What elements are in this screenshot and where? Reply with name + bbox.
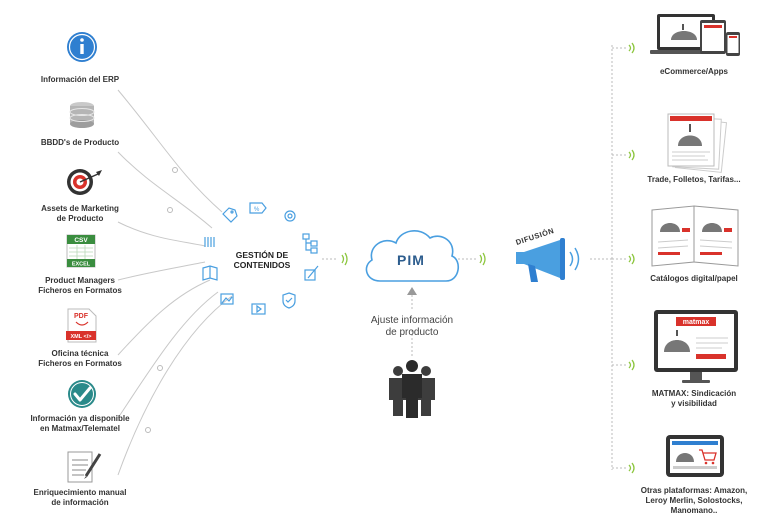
source-label-line: Assets de Marketing	[41, 204, 119, 213]
output-label-line: Catálogos digital/papel	[650, 274, 738, 283]
up-arrow-icon	[407, 287, 417, 295]
excel-label: EXCEL	[72, 262, 91, 268]
source-label-line: Oficina técnica	[51, 349, 109, 358]
source-label-line: Product Managers	[45, 276, 115, 285]
source-label-line: BBDD's de Producto	[40, 138, 120, 147]
source-label-line: en Matmax/Telematel	[40, 424, 120, 433]
monitor-icon: matmax	[654, 310, 738, 383]
matmax-brand: matmax	[683, 319, 710, 326]
checkmark-icon	[68, 380, 96, 408]
database-icon	[69, 102, 95, 128]
source-label-line: Información ya disponible	[30, 414, 130, 423]
hierarchy-icon	[302, 233, 318, 254]
source-label-bbdd: BBDD's de Producto	[15, 138, 145, 148]
source-label-line: Enriquecimiento manual	[33, 488, 127, 497]
flow-connectors	[322, 45, 628, 470]
team-icon	[389, 360, 435, 418]
connector-end-dots	[145, 167, 178, 433]
signal-marks	[341, 42, 635, 474]
output-label-line: Manomano..	[670, 506, 718, 515]
source-label-line: Ficheros en Formatos	[38, 359, 122, 368]
source-label-line: de información	[51, 498, 109, 507]
source-label-erp: Información del ERP	[15, 75, 145, 85]
tablet-cart-icon	[666, 435, 724, 477]
video-icon	[251, 303, 266, 315]
output-label-line: y visibilidad	[671, 399, 717, 408]
xml-label: XML </>	[71, 334, 92, 340]
shield-icon	[282, 292, 296, 309]
tag-icon	[222, 207, 238, 223]
output-label-line: Trade, Folletos, Tarifas...	[647, 175, 741, 184]
output-label-line: MATMAX: Sindicación	[651, 389, 737, 398]
notepad-icon	[67, 451, 102, 483]
svg-text:%: %	[254, 207, 260, 213]
percent-tag-icon: %	[249, 202, 267, 214]
pim-cloud	[365, 230, 459, 282]
info-icon	[67, 32, 97, 62]
source-label-line: de Producto	[56, 214, 104, 223]
connector-manual	[117, 295, 233, 476]
connector-erp	[117, 89, 223, 213]
gestion-line: CONTENIDOS	[233, 260, 291, 270]
pim-label: PIM	[397, 252, 425, 268]
output-label-ecommerce: eCommerce/Apps	[624, 67, 764, 77]
ajuste-line: Ajuste información	[370, 315, 454, 326]
ajuste-line: de producto	[385, 327, 439, 338]
gear-icon	[284, 210, 296, 222]
image-icon	[220, 293, 234, 305]
connector-assets	[117, 221, 206, 247]
csv-label: CSV	[74, 237, 88, 244]
connector-matmax	[117, 291, 219, 419]
book-icon	[202, 265, 218, 281]
output-label-trade: Trade, Folletos, Tarifas...	[624, 175, 764, 185]
csv-excel-icon: CSV EXCEL	[66, 234, 96, 268]
source-connectors	[117, 89, 233, 476]
connector-oficina	[117, 279, 211, 356]
output-label-line: Leroy Merlin, Solostocks,	[645, 496, 743, 505]
catalog-icon	[651, 205, 739, 267]
gestion-line: GESTIÓN DE	[235, 250, 289, 260]
output-label-line: eCommerce/Apps	[659, 67, 729, 76]
content-hub-icons: %	[202, 202, 319, 315]
source-label-line: Ficheros en Formatos	[38, 286, 122, 295]
megaphone-icon	[516, 238, 580, 282]
connector-bbdd	[117, 151, 213, 229]
output-label-otras: Otras plataformas: Amazon,Leroy Merlin, …	[624, 486, 764, 516]
source-label-line: Información del ERP	[40, 75, 120, 84]
pdf-xml-icon: PDF XML </>	[66, 308, 97, 343]
output-label-line: Otras plataformas: Amazon,	[640, 486, 748, 495]
connector-pm	[117, 261, 206, 281]
edit-icon	[304, 265, 319, 281]
pdf-label: PDF	[74, 313, 89, 320]
barcode-icon	[204, 237, 215, 247]
devices-icon	[650, 14, 740, 56]
target-icon	[67, 169, 102, 195]
cart-icon	[699, 449, 717, 461]
brochure-icon	[667, 113, 728, 173]
output-label-catalogos: Catálogos digital/papel	[624, 274, 764, 284]
